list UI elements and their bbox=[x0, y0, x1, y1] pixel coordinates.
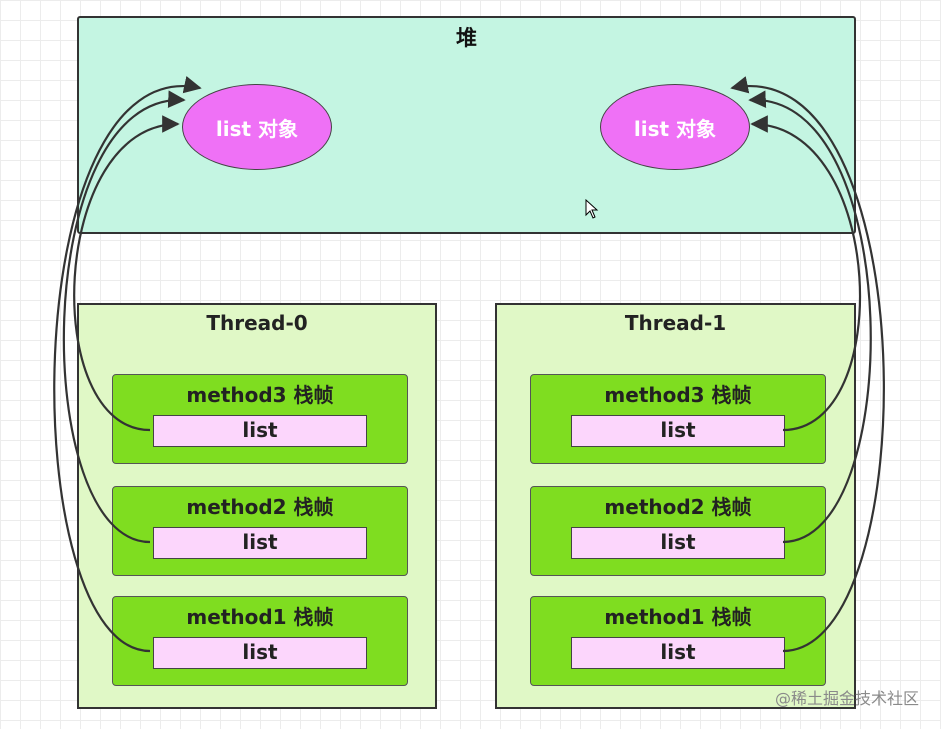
frame-local-variable: list bbox=[571, 415, 785, 447]
frame-label: method2 栈帧 bbox=[186, 495, 334, 519]
frame-local-variable: list bbox=[571, 527, 785, 559]
frame-local-variable: list bbox=[153, 527, 367, 559]
thread-1-title: Thread-1 bbox=[624, 311, 727, 335]
arrow-t1-method3 bbox=[750, 115, 862, 432]
arrow-t1-method1 bbox=[730, 76, 885, 653]
frame-local-variable: list bbox=[153, 415, 367, 447]
thread-1-frame-method2: method2 栈帧 list bbox=[530, 486, 826, 576]
thread-0-frame-method1: method1 栈帧 list bbox=[112, 596, 408, 686]
frame-label: method1 栈帧 bbox=[186, 605, 334, 629]
arrow-t0-method1 bbox=[53, 76, 202, 653]
thread-1-frame-method1: method1 栈帧 list bbox=[530, 596, 826, 686]
frame-local-variable: list bbox=[153, 637, 367, 669]
heap-object-right: list 对象 bbox=[600, 84, 750, 170]
frame-local-variable: list bbox=[571, 637, 785, 669]
frame-label: method2 栈帧 bbox=[604, 495, 752, 519]
arrow-t0-method2 bbox=[62, 90, 186, 544]
arrow-t1-method2 bbox=[748, 90, 872, 544]
frame-label: method1 栈帧 bbox=[604, 605, 752, 629]
watermark: @稀土掘金技术社区 bbox=[774, 689, 919, 708]
frame-label: method3 栈帧 bbox=[186, 383, 334, 407]
heap-object-left: list 对象 bbox=[182, 84, 332, 170]
thread-0-title: Thread-0 bbox=[206, 311, 308, 335]
thread-0-frame-method2: method2 栈帧 list bbox=[112, 486, 408, 576]
thread-0-frame-method3: method3 栈帧 list bbox=[112, 374, 408, 464]
thread-0-stack: Thread-0 method3 栈帧 list method2 栈帧 list… bbox=[77, 303, 437, 709]
heap-title: 堆 bbox=[456, 26, 477, 50]
thread-1-stack: Thread-1 method3 栈帧 list method2 栈帧 list… bbox=[495, 303, 856, 709]
frame-label: method3 栈帧 bbox=[604, 383, 752, 407]
arrow-t0-method3 bbox=[73, 115, 180, 432]
thread-1-frame-method3: method3 栈帧 list bbox=[530, 374, 826, 464]
mouse-cursor-icon bbox=[585, 199, 599, 219]
